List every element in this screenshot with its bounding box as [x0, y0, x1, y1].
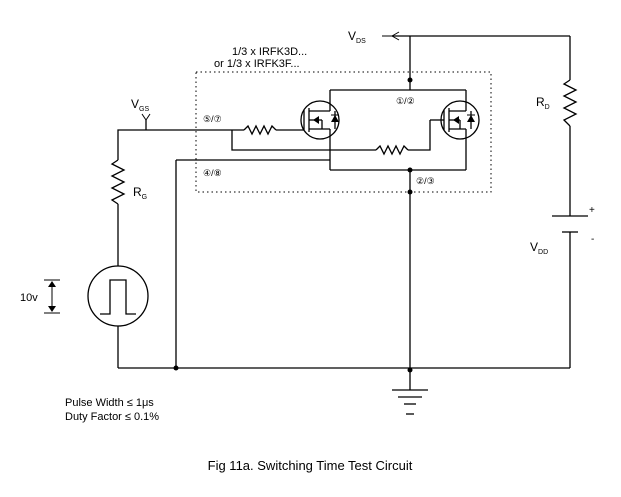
internal-gate-wire: [231, 130, 376, 151]
rg-resistor: [110, 159, 126, 205]
pulse-width-note: Pulse Width ≤ 1μs: [65, 397, 154, 409]
device-label-line1: 1/3 x IRFK3D...: [232, 46, 307, 58]
mosfet-left: [300, 90, 340, 170]
drain-pin-label: ①/②: [396, 96, 415, 106]
figure-caption: Fig 11a. Switching Time Test Circuit: [208, 458, 413, 473]
device-package-outline: [195, 71, 492, 193]
mosfet-right: [430, 90, 480, 170]
pulse-amplitude-marker: [44, 279, 60, 314]
rg-label: RG: [133, 185, 147, 201]
duty-factor-note: Duty Factor ≤ 0.1%: [65, 411, 159, 423]
ground-symbol: [392, 389, 428, 415]
gate-resistor-left: [243, 124, 277, 136]
gate-resistor-right: [375, 144, 409, 156]
vds-terminal: [382, 31, 410, 41]
vgs-terminal: [141, 113, 151, 130]
ground-junction: [407, 367, 413, 373]
rg-wire: [117, 129, 146, 160]
vgs-label: VGS: [131, 97, 149, 113]
source-bus-junction-low: [407, 189, 413, 195]
vds-label: VDS: [348, 29, 366, 45]
vdd-plus: +: [589, 205, 595, 216]
device-label-line2: or 1/3 x IRFK3F...: [214, 58, 300, 70]
vdd-minus: -: [591, 234, 594, 245]
vdd-label: VDD: [530, 240, 548, 256]
rd-resistor: [562, 79, 578, 127]
pulse-amplitude-label: 10v: [20, 292, 38, 304]
pulse-generator: [87, 265, 149, 327]
rd-label: RD: [536, 95, 550, 111]
kelvin-pin-label: ④/⑧: [203, 168, 222, 178]
vdd-battery: [552, 215, 588, 233]
source-pin-label: ②/③: [416, 176, 435, 186]
gate-pin-label: ⑤/⑦: [203, 114, 222, 124]
